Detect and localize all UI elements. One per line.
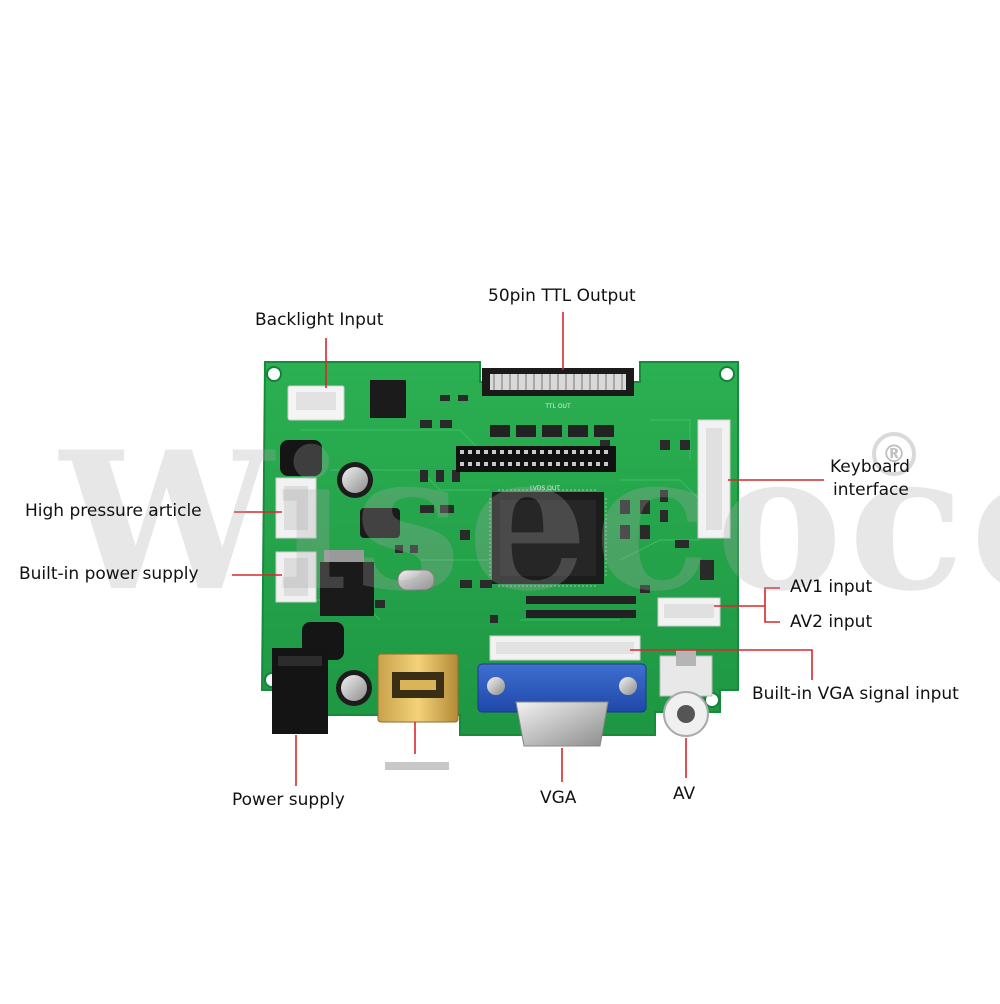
leader-lines bbox=[232, 312, 824, 786]
leader-vga-signal bbox=[630, 649, 813, 680]
gray-tag bbox=[385, 762, 449, 770]
capacitor bbox=[337, 462, 373, 498]
vga-signal-connector bbox=[489, 635, 641, 661]
label-ttl-output: 50pin TTL Output bbox=[488, 286, 636, 306]
silk-ttl-out: TTL OUT bbox=[544, 403, 571, 410]
label-keyboard-line1: Keyboard bbox=[830, 457, 910, 477]
resistor-strip bbox=[526, 596, 636, 618]
label-builtin-power: Built-in power supply bbox=[19, 564, 199, 584]
leader-av-bracket bbox=[764, 587, 780, 623]
label-av1-input: AV1 input bbox=[790, 577, 873, 597]
label-av2-input: AV2 input bbox=[790, 612, 873, 632]
label-keyboard-line2: interface bbox=[833, 480, 909, 500]
av-input-connector bbox=[657, 597, 721, 627]
power-ic bbox=[370, 380, 406, 418]
keyboard-connector bbox=[697, 419, 731, 539]
mounting-hole bbox=[719, 366, 735, 382]
backlight-connector bbox=[287, 385, 345, 421]
silk-lvds-out: LVDS OUT bbox=[530, 485, 560, 492]
vga-connector bbox=[477, 663, 647, 747]
ttl-connector bbox=[482, 368, 634, 396]
capacitor bbox=[336, 670, 372, 706]
label-vga-signal-input: Built-in VGA signal input bbox=[752, 684, 959, 704]
label-power-supply: Power supply bbox=[232, 790, 345, 810]
high-pressure-connector bbox=[275, 477, 317, 539]
smd-components bbox=[375, 395, 714, 623]
label-high-pressure: High pressure article bbox=[25, 501, 202, 521]
resistor-arrays bbox=[490, 425, 614, 437]
mounting-hole bbox=[266, 366, 282, 382]
inductor bbox=[280, 440, 322, 476]
crystal bbox=[397, 569, 435, 591]
voltage-regulator bbox=[320, 550, 374, 616]
power-connector-white bbox=[275, 551, 317, 603]
registered-mark: ® bbox=[872, 432, 916, 476]
label-av: AV bbox=[673, 784, 696, 804]
label-backlight-input: Backlight Input bbox=[255, 310, 384, 330]
rca-jack bbox=[659, 650, 713, 737]
dc-power-jack bbox=[272, 648, 328, 734]
label-vga: VGA bbox=[540, 788, 577, 808]
hdmi-connector bbox=[377, 653, 459, 723]
main-chip bbox=[489, 489, 607, 587]
diode bbox=[360, 508, 400, 538]
pin-header bbox=[456, 446, 616, 472]
